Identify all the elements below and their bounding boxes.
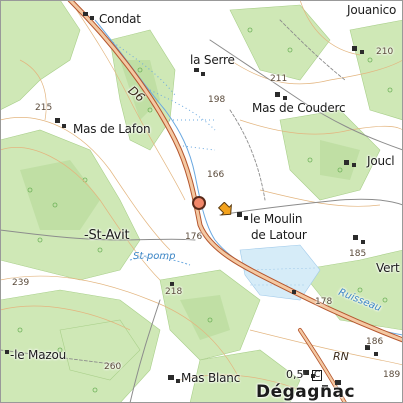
elevation-label: 218 [165,287,183,297]
place-label-st-avit: -St-Avit [84,228,130,243]
place-label-joucl: Joucl [367,154,395,168]
elevation-label: 185 [349,249,367,259]
place-label-condat: Condat [99,12,141,26]
elevation-label: 215 [35,103,53,113]
elevation-label: 178 [315,297,333,307]
elevation-label: 239 [12,278,30,288]
place-label-jouanico: Jouanico [347,3,397,17]
elevation-label: 186 [366,337,384,347]
tree-symbols [17,27,393,393]
place-label-mas-blanc: Mas Blanc [181,371,241,385]
elevation-label: 189 [383,370,401,380]
place-label-mas-de-lafon: Mas de Lafon [73,122,151,136]
road-label-rn: RN [333,350,349,363]
place-label-la-serre: la Serre [190,53,235,67]
lake-area [239,244,321,301]
place-label-mas-de-couderc: Mas de Couderc [252,101,346,115]
place-label-le-mazou: -le Mazou [10,348,67,362]
place-label-le-moulin: le Moulin [250,212,303,226]
contour-lines [0,0,403,391]
direction-arrow-icon[interactable] [217,202,233,218]
elevation-label: 210 [376,47,394,57]
place-label-vert: Vert [376,261,400,275]
elevation-label: 211 [270,74,288,84]
elevation-label: 176 [185,232,203,242]
place-label-de-latour: de Latour [251,228,307,242]
map-symbol-c: C [312,370,323,381]
elevation-label: 166 [207,170,225,180]
location-marker-icon[interactable] [192,196,206,210]
water-label-st-pomp: St-pomp [133,251,176,262]
scale-label: 0,5 [286,368,304,381]
elevation-label: 260 [104,362,122,372]
elevation-label: 198 [208,95,226,105]
place-label-degagnac: Dégagnac [256,382,356,402]
